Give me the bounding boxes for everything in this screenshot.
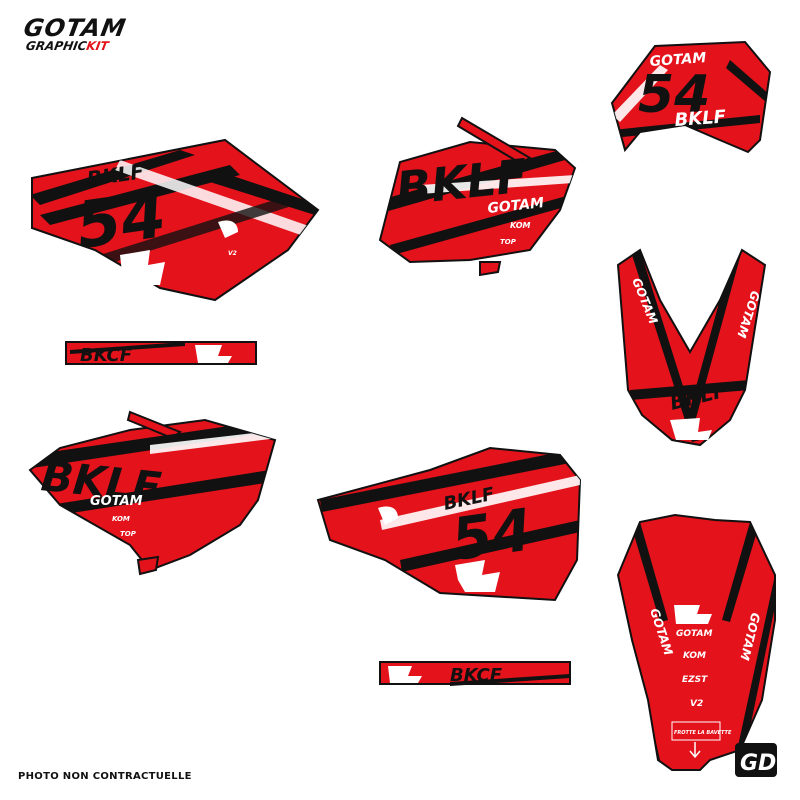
lower-left-gotam: GOTAM	[90, 494, 143, 509]
gd-corner-logo-text: GD	[740, 751, 776, 776]
lower-strip-name: BKCF	[450, 665, 503, 686]
left-shroud-number: 54	[72, 178, 170, 264]
rear-fender-gotam-center: GOTAM	[676, 629, 712, 639]
front-fender-decal: GOTAM GOTAM BKLF	[616, 248, 767, 447]
rear-fender-notice: FROTTE LA BAVETTE	[674, 730, 732, 736]
lower-left-kom: KOM	[112, 515, 130, 523]
lower-right-panel-decal: BKLF 54	[316, 446, 582, 602]
gd-corner-logo: GD	[735, 743, 777, 777]
lower-right-emblem	[455, 560, 500, 592]
plate-number: 54	[638, 65, 710, 125]
lower-left-top: TOP	[120, 530, 137, 538]
left-shroud-decal: BKLF 54 V2	[31, 138, 320, 302]
upper-strip-emblem	[195, 345, 232, 363]
left-shroud-v2-text: V2	[228, 250, 237, 257]
rear-fender-v2: V2	[690, 699, 703, 709]
left-shroud-emblem	[120, 250, 165, 285]
rear-fender-notice-box	[671, 721, 721, 741]
right-shroud-gotam: GOTAM	[487, 195, 545, 217]
front-fender-emblem	[670, 418, 712, 440]
plate-gotam: GOTAM	[649, 50, 707, 70]
left-shroud-v2-logo	[218, 220, 238, 238]
upper-strip-name: BKCF	[80, 345, 133, 366]
right-shroud-top: TOP	[500, 238, 517, 246]
upper-swingarm-strip: BKCF	[65, 341, 257, 366]
plate-name: BKLF	[674, 106, 727, 131]
lower-left-panel-decal: BKLF GOTAM KOM TOP	[28, 410, 277, 576]
rear-fender-emblem	[674, 605, 712, 624]
right-shroud-kom: KOM	[510, 221, 530, 230]
down-arrow-icon	[689, 742, 701, 759]
rear-fender-decal: GOTAM KOM EZST V2 GOTAM GOTAM FROTTE LA …	[616, 513, 776, 771]
lower-left-tab	[136, 555, 160, 576]
rear-fender-ezst: EZST	[682, 675, 708, 685]
lower-right-number: 54	[447, 495, 536, 574]
rear-fender-kom: KOM	[683, 651, 706, 661]
lower-swingarm-strip: BKCF	[379, 661, 571, 686]
lower-right-v2-logo	[378, 506, 398, 525]
disclaimer-text: PHOTO NON CONTRACTUELLE	[18, 771, 192, 782]
right-shroud-decal: BKLF GOTAM KOM TOP	[378, 116, 577, 277]
right-shroud-tab	[479, 261, 502, 277]
lower-strip-emblem	[388, 666, 422, 683]
front-number-plate-decal: GOTAM 54 BKLF	[610, 40, 772, 154]
